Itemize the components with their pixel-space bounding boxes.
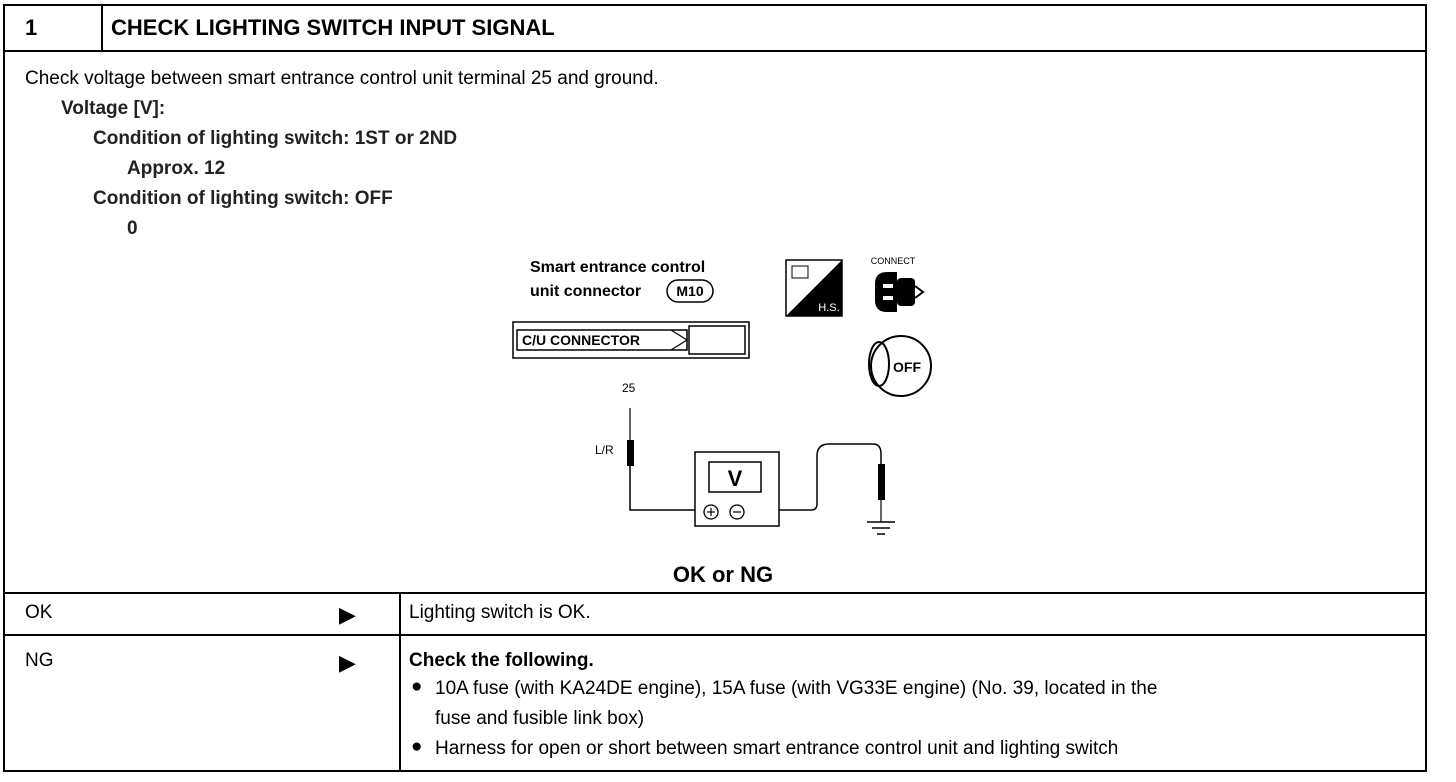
connector-body — [512, 321, 750, 359]
wire-positive — [629, 466, 695, 511]
step-header: 1 CHECK LIGHTING SWITCH INPUT SIGNAL — [5, 6, 1425, 52]
step-title: CHECK LIGHTING SWITCH INPUT SIGNAL — [111, 15, 555, 40]
voltmeter-display — [708, 461, 762, 493]
wire-negative — [750, 443, 882, 511]
wire-color: L/R — [595, 443, 614, 457]
column-divider — [399, 636, 401, 772]
result-row-ok: OK ▶ Lighting switch is OK. — [5, 594, 1425, 636]
ng-bullet-1-cont: fuse and fusible link box) — [435, 708, 645, 729]
ignition-off-icon: OFF — [868, 335, 932, 397]
connector-label: C/U CONNECTOR — [522, 332, 640, 348]
connector-id-oval — [666, 279, 714, 303]
condition-1-value: Approx. 12 — [127, 158, 226, 179]
connector-caption-line1: Smart entrance control — [530, 259, 705, 276]
positive-terminal-icon — [703, 504, 719, 520]
voltmeter-label: V — [728, 466, 743, 491]
condition-2-value: 0 — [127, 218, 138, 239]
connector-plug — [688, 325, 746, 355]
result-question: OK or NG — [673, 562, 773, 587]
procedure-frame: 1 CHECK LIGHTING SWITCH INPUT SIGNAL Che… — [3, 4, 1427, 772]
voltage-label: Voltage [V]: — [61, 98, 166, 119]
hs-label: H.S. — [818, 302, 839, 314]
arrow-right-icon: ▶ — [339, 650, 356, 675]
harness-side-icon: H.S. — [785, 259, 843, 317]
step-number: 1 — [5, 6, 103, 50]
bullet-icon: ● — [411, 676, 423, 697]
arrow-right-icon: ▶ — [339, 602, 356, 627]
ng-bullet-1: 10A fuse (with KA24DE engine), 15A fuse … — [435, 678, 1158, 699]
wiring-diagram: Smart entrance control unit connector M1… — [512, 256, 932, 587]
connect-label: CONNECT — [871, 256, 916, 266]
column-divider — [399, 594, 401, 634]
ok-action: Lighting switch is OK. — [409, 602, 591, 623]
negative-terminal-icon — [729, 504, 745, 520]
condition-1: Condition of lighting switch: 1ST or 2ND — [93, 128, 458, 149]
ng-bullet-2: Harness for open or short between smart … — [435, 738, 1119, 759]
connector-caption-line2: unit connector — [530, 283, 641, 300]
bullet-icon: ● — [411, 736, 423, 757]
probe-handle — [627, 440, 634, 466]
connector-id: M10 — [676, 283, 703, 299]
result-row-ng: NG ▶ Check the following. ● 10A fuse (wi… — [5, 636, 1425, 772]
connector-latch — [670, 329, 689, 351]
ground-probe-handle — [878, 464, 885, 500]
status-ok: OK — [25, 602, 53, 623]
off-label: OFF — [893, 359, 921, 375]
status-ng: NG — [25, 650, 54, 671]
procedure-body: Check voltage between smart entrance con… — [5, 52, 1425, 594]
condition-2: Condition of lighting switch: OFF — [93, 188, 393, 209]
terminal-number: 25 — [622, 381, 636, 395]
ng-action-title: Check the following. — [409, 650, 594, 671]
connect-icon: CONNECT — [871, 256, 925, 312]
instruction-text: Check voltage between smart entrance con… — [25, 68, 659, 89]
